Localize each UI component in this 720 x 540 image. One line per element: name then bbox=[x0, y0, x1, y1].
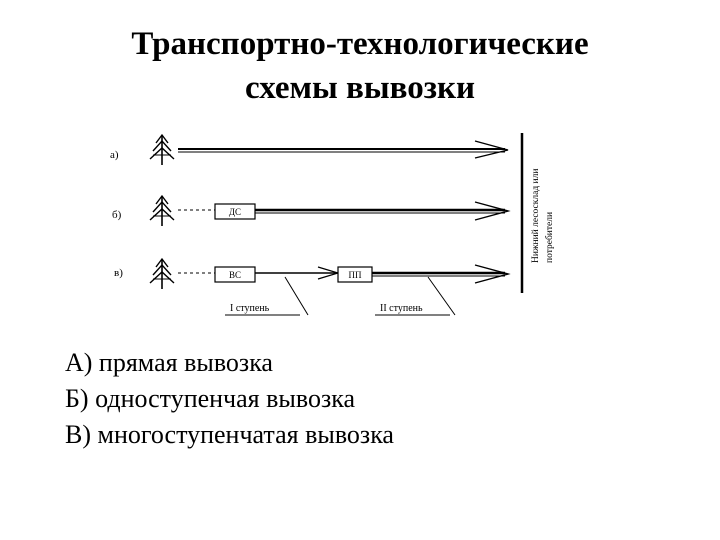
row-label-a: а) bbox=[110, 149, 119, 161]
box-vs bbox=[214, 266, 256, 283]
box-ds bbox=[214, 203, 256, 220]
row-label-v: в) bbox=[114, 267, 123, 279]
row-label-b: б) bbox=[112, 209, 122, 221]
slide-title: Транспортно-технологические схемы вывозк… bbox=[0, 22, 720, 110]
title-line-1: Транспортно-технологические bbox=[131, 26, 589, 62]
tree-icon bbox=[149, 258, 175, 290]
legend-item-v: В) многоступенчатая вывозка bbox=[65, 420, 394, 449]
box-pp bbox=[337, 266, 373, 283]
box-ds-label: ДС bbox=[229, 207, 241, 217]
legend-item-b: Б) одноступенчая вывозка bbox=[65, 384, 356, 413]
tree-icon bbox=[149, 195, 175, 227]
arrow-head-v bbox=[474, 264, 511, 284]
arrow-head-b bbox=[474, 201, 511, 221]
terminal-label-line-1: Нижний лесосклад или bbox=[530, 169, 541, 263]
terminal-label-line-2: потребители bbox=[544, 212, 555, 263]
tree-icon bbox=[149, 134, 175, 166]
arrow-head-a bbox=[474, 140, 509, 159]
stage-1-label: I ступень bbox=[230, 303, 270, 314]
box-vs-label: ВС bbox=[229, 270, 241, 280]
box-pp-label: ПП bbox=[349, 270, 362, 280]
transport-scheme-diagram: а) б) в) ДС ВС ПП I ступень II ступень Н… bbox=[110, 133, 555, 316]
legend-list: А) прямая вывозка Б) одноступенчая вывоз… bbox=[65, 345, 394, 453]
legend-item-a: А) прямая вывозка bbox=[65, 348, 273, 377]
stage-2-label: II ступень bbox=[380, 303, 423, 314]
title-line-2: схемы вывозки bbox=[244, 70, 475, 106]
